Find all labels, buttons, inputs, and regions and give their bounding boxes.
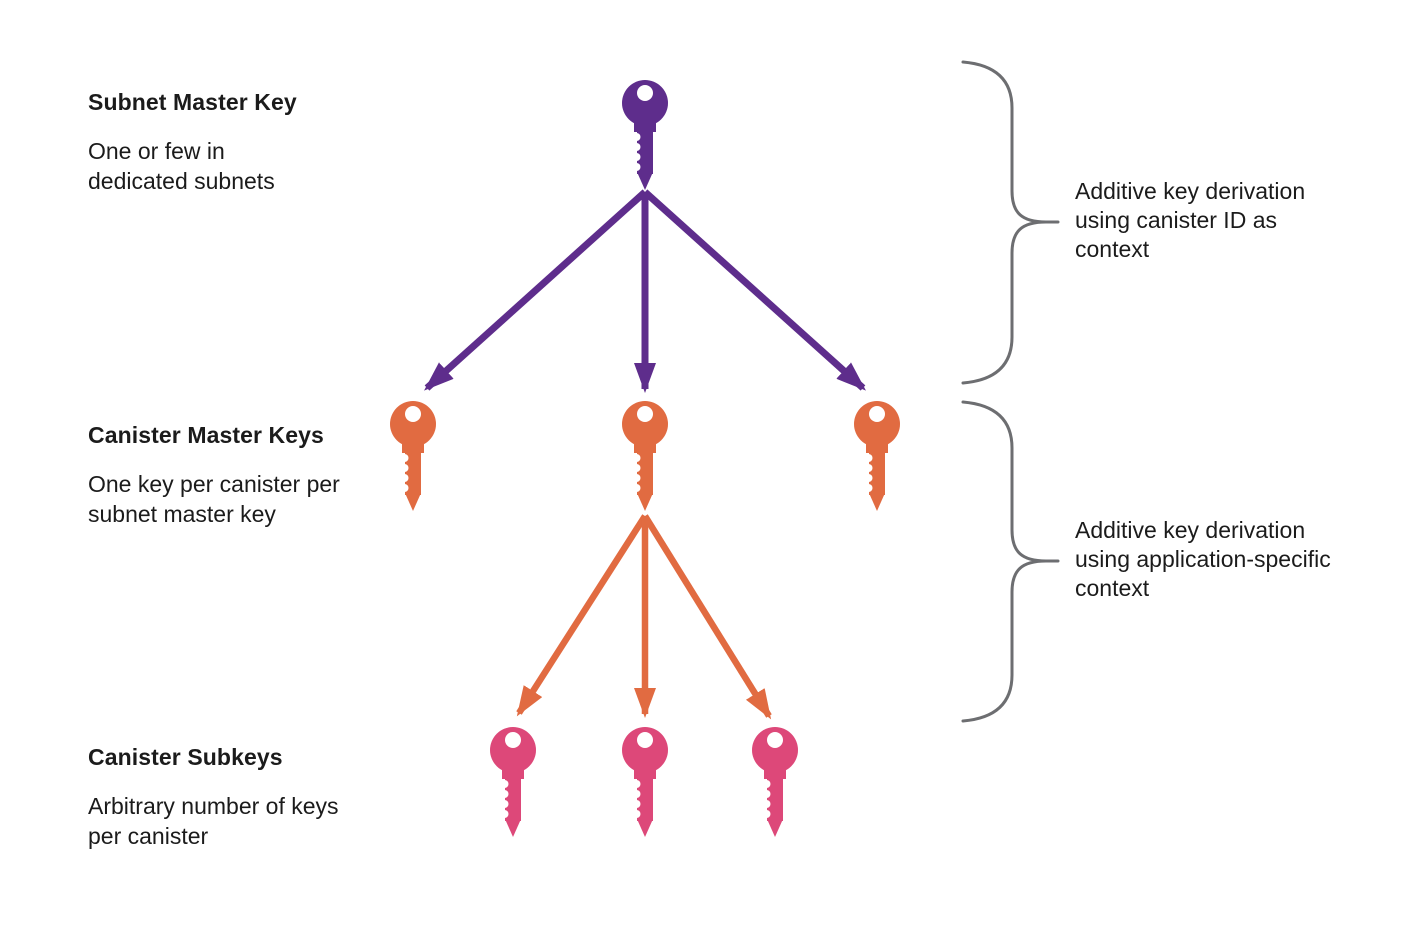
level-label-subnet-master-key: Subnet Master Key One or few in dedicate…	[88, 88, 388, 196]
derivation-arrow-level2	[516, 514, 648, 717]
level-description: Arbitrary number of keys per canister	[88, 793, 339, 849]
level-label-canister-master-keys: Canister Master Keys One key per caniste…	[88, 421, 388, 529]
annotation-application-specific-derivation: Additive key derivation using applicatio…	[1075, 517, 1331, 601]
derivation-arrow-level2	[642, 514, 772, 720]
level-label-canister-subkeys: Canister Subkeys Arbitrary number of key…	[88, 743, 388, 851]
subnet-master-key-icon	[621, 80, 669, 192]
canister-subkey-icon	[751, 727, 799, 839]
level-description: One or few in dedicated subnets	[88, 138, 275, 194]
level-title: Subnet Master Key	[88, 89, 297, 115]
canister-subkey-icon	[621, 727, 669, 839]
canister-subkey-icon	[489, 727, 537, 839]
brace-level2	[961, 400, 1060, 723]
derivation-arrow-level1	[424, 189, 648, 391]
level-title: Canister Master Keys	[88, 422, 324, 448]
level-title: Canister Subkeys	[88, 744, 283, 770]
canister-master-key-icon	[621, 401, 669, 513]
canister-master-key-icon	[853, 401, 901, 513]
annotation-canister-id-derivation: Additive key derivation using canister I…	[1075, 178, 1306, 262]
brace-level1	[961, 60, 1060, 385]
canister-master-key-icon	[389, 401, 437, 513]
derivation-arrow-level1	[642, 189, 866, 391]
level-description: One key per canister per subnet master k…	[88, 471, 340, 527]
